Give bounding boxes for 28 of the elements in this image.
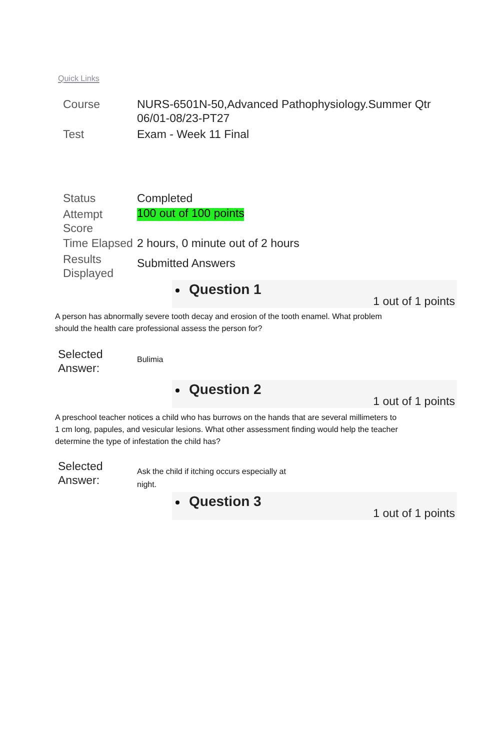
answer-label: Selected Answer:: [58, 460, 104, 488]
field-label: Test: [63, 128, 86, 142]
question-text: A preschool teacher notices a child who has burrows on the hands that are several millimeters to 1 cm long, papules, and vesicular lesions. What other assessment finding would help the teacher determine the type of infestation the child has?: [55, 412, 399, 448]
field-label: Results Displayed: [63, 253, 114, 281]
field-value: Submitted Answers: [137, 257, 236, 271]
question-header: [172, 380, 457, 408]
field-label: Attempt Score: [63, 208, 104, 236]
field-value: Exam - Week 11 Final: [137, 128, 250, 142]
points-text: 1 out of 1 points: [373, 396, 455, 409]
field-value: NURS-6501N-50,Advanced Pathophysiology.Summer Qtr 06/01-08/23-PT27: [137, 98, 432, 126]
question-title: Question 2: [189, 381, 262, 398]
answer-label: Selected Answer:: [58, 348, 104, 376]
points-text: 1 out of 1 points: [373, 508, 455, 521]
field-value: 2 hours, 0 minute out of 2 hours: [137, 237, 300, 251]
highlighted-score: 100 out of 100 points: [137, 208, 244, 221]
question-title: Question 3: [189, 493, 262, 510]
field-label: Status: [63, 192, 97, 206]
question-title: Question 1: [189, 281, 262, 298]
question-header: [172, 492, 457, 520]
answer-text: Bulimia: [137, 354, 164, 366]
points-text: 1 out of 1 points: [373, 296, 455, 309]
question-text: A person has abnormally severe tooth decay and erosion of the tooth enamel. What problem should the health care professional assess the person for?: [55, 311, 383, 335]
field-value: Completed: [137, 192, 194, 206]
question-header: [172, 280, 457, 308]
field-label: Course: [63, 98, 102, 112]
link: Quick Links: [58, 73, 100, 85]
answer-text: Ask the child if itching occurs especially at night.: [137, 466, 287, 491]
field-label: Time Elapsed: [63, 237, 134, 251]
